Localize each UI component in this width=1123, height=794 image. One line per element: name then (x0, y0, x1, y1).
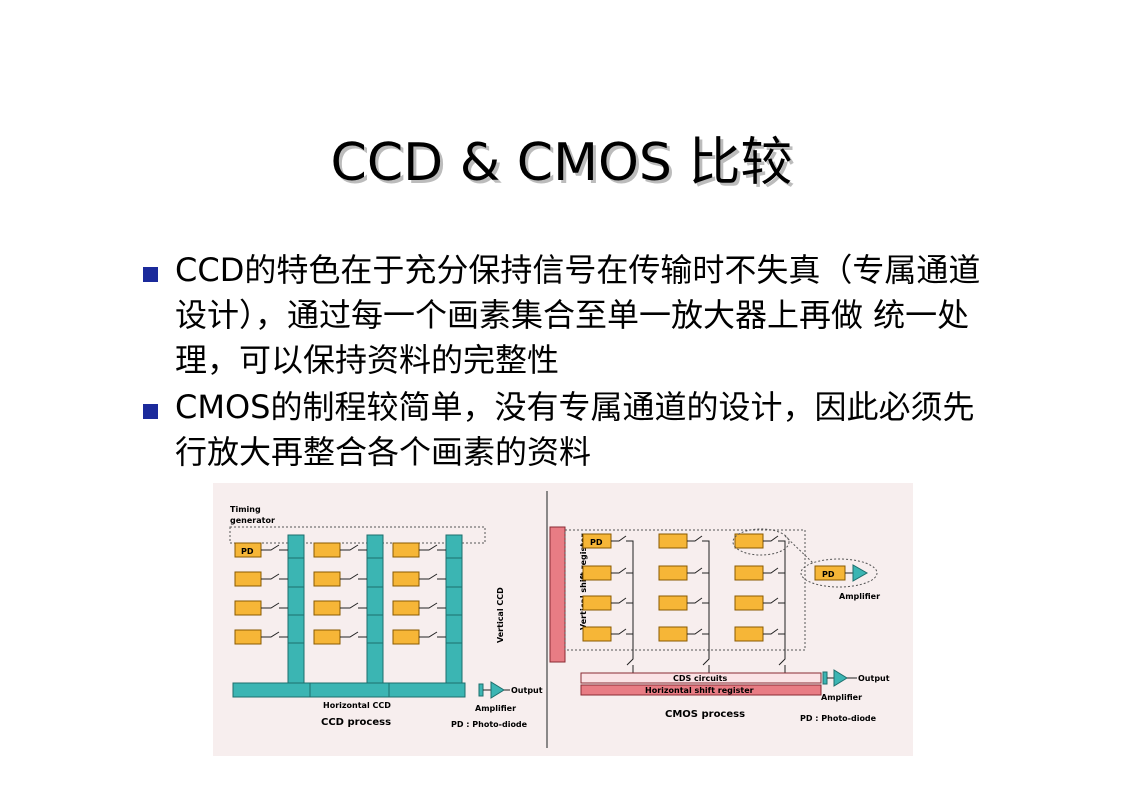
ccd-pixel (313, 571, 341, 587)
cmos-pixel (734, 595, 764, 611)
timing-label-2: generator (230, 516, 275, 525)
cmos-panel: Vertical shift register PD (549, 526, 890, 723)
bullet-square-icon (143, 267, 158, 282)
cmos-pixel (658, 626, 688, 642)
cds-circuits (580, 672, 822, 684)
bullet-text-cmos: CMOS的制程较简单，没有专属通道的设计，因此必须先行放大再整合各个画素的资料 (175, 388, 975, 471)
cmos-pixel (658, 595, 688, 611)
zoom-source-ring (732, 528, 790, 556)
zoom-target-ring (800, 558, 878, 588)
vertical-ccd-channel (445, 534, 463, 684)
cmos-pixel (658, 565, 688, 581)
timing-bus (229, 526, 486, 544)
ccd-pixel-grid: PD (234, 542, 420, 645)
cmos-row-bus (564, 529, 806, 651)
ccd-cmos-diagram: Timing generator PD (213, 483, 913, 756)
ccd-panel: Timing generator PD (229, 505, 543, 729)
horizontal-ccd-label: Horizontal CCD (323, 701, 391, 710)
cmos-pixel-grid: PD (582, 533, 764, 642)
cmos-pixel (658, 533, 688, 549)
ccd-amplifier-icon (478, 681, 510, 699)
cmos-pixel (734, 533, 764, 549)
ccd-pixel (313, 542, 341, 558)
bullet-item-ccd: CCD的特色在于充分保持信号在传输时不失真（专属通道设计），通过每一个画素集合至… (143, 248, 983, 383)
horizontal-shift-register (580, 684, 822, 696)
ccd-pixel (392, 542, 420, 558)
ccd-amplifier-label: Amplifier (475, 704, 516, 713)
ccd-pixel (313, 629, 341, 645)
cmos-pixel (582, 626, 612, 642)
ccd-pixel (313, 600, 341, 616)
cds-label: CDS circuits (673, 674, 727, 683)
ccd-output-label: Output (511, 686, 543, 695)
pd-label: PD (241, 547, 254, 556)
ccd-pixel (392, 571, 420, 587)
ccd-pixel (392, 600, 420, 616)
cmos-pixel (734, 565, 764, 581)
zoom-amplifier-label: Amplifier (839, 592, 880, 601)
vertical-shift-register (549, 526, 566, 663)
vertical-ccd-channel (287, 534, 305, 684)
bullet-square-icon (143, 404, 158, 419)
ccd-process-label: CCD process (321, 717, 391, 728)
timing-label-1: Timing (230, 505, 261, 514)
ccd-pixel (234, 600, 262, 616)
bullet-item-cmos: CMOS的制程较简单，没有专属通道的设计，因此必须先行放大再整合各个画素的资料 (143, 385, 983, 475)
cmos-amplifier-label: Amplifier (821, 693, 862, 702)
horizontal-ccd (232, 682, 466, 698)
ccd-legend: PD : Photo-diode (451, 720, 528, 729)
ccd-pixel (234, 629, 262, 645)
cmos-switches (611, 535, 786, 673)
slide-title: CCD & CMOS 比较 (330, 133, 793, 193)
vertical-ccd-label: Vertical CCD (496, 587, 505, 643)
zoom-pd-label: PD (822, 570, 835, 579)
cmos-output-label: Output (858, 674, 890, 683)
ccd-switches (261, 544, 446, 638)
bullet-list: CCD的特色在于充分保持信号在传输时不失真（专属通道设计），通过每一个画素集合至… (143, 248, 983, 477)
pd-label: PD (590, 538, 603, 547)
horizontal-shift-register-label: Horizontal shift register (645, 686, 754, 695)
ccd-pixel (234, 571, 262, 587)
zoom-amplifier-icon (852, 564, 869, 582)
cmos-pixel (582, 565, 612, 581)
ccd-pixel (392, 629, 420, 645)
cmos-pixel (582, 595, 612, 611)
bullet-text-ccd: CCD的特色在于充分保持信号在传输时不失真（专属通道设计），通过每一个画素集合至… (175, 251, 981, 379)
diagram-svg: Timing generator PD (213, 483, 913, 756)
vertical-ccd-channel (366, 534, 384, 684)
vertical-shift-register-label: Vertical shift register (579, 534, 588, 631)
cmos-process-label: CMOS process (665, 709, 745, 720)
cmos-amplifier-icon (822, 669, 857, 687)
cmos-pixel (734, 626, 764, 642)
cmos-legend: PD : Photo-diode (800, 714, 877, 723)
